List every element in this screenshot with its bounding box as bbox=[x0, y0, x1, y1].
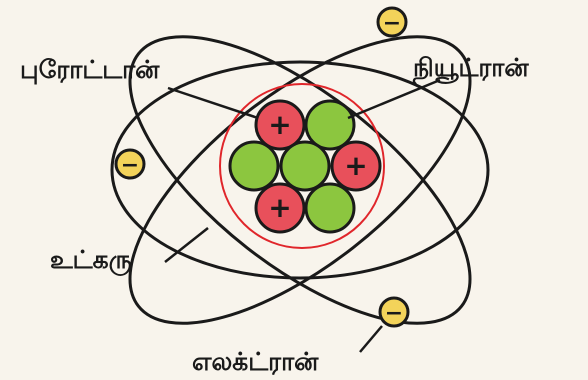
proton-leader-line bbox=[168, 88, 258, 118]
proton-label: புரோட்டான் bbox=[20, 55, 160, 85]
electron-minus-sign: − bbox=[383, 11, 401, 36]
neutron bbox=[281, 142, 329, 190]
electron-leader-line bbox=[360, 326, 382, 352]
neutron-leader-line bbox=[348, 80, 440, 118]
electron-label: எலக்ட்ரான் bbox=[192, 347, 319, 376]
electron-minus-sign: − bbox=[385, 301, 403, 326]
neutron-label: நியூட்ரான் bbox=[412, 53, 529, 85]
neutron bbox=[230, 142, 278, 190]
proton-plus-sign: + bbox=[268, 191, 291, 224]
nucleus-label: உட்கரு bbox=[50, 245, 132, 277]
neutron bbox=[306, 101, 354, 149]
proton-plus-sign: + bbox=[268, 108, 291, 141]
proton-plus-sign: + bbox=[344, 149, 367, 182]
neutron bbox=[306, 184, 354, 232]
electron-minus-sign: − bbox=[121, 153, 139, 178]
